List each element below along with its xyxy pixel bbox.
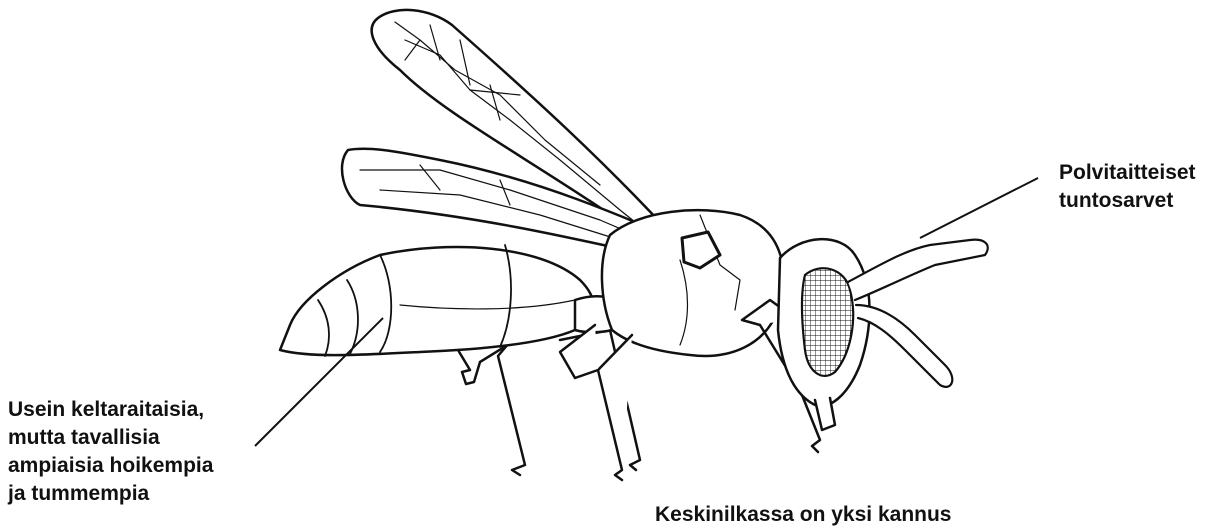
- label-abdomen: Usein keltaraitaisia, mutta tavallisia a…: [8, 396, 213, 508]
- label-antennae-line-1: Polvitaitteiset: [1059, 159, 1196, 187]
- antenna: [848, 240, 988, 300]
- label-spur: Keskinilkassa on yksi kannus: [655, 501, 951, 529]
- mandible: [815, 398, 835, 430]
- abdomen: [280, 247, 594, 355]
- antenna-2: [856, 305, 952, 387]
- label-antennae-line-2: tuntosarvet: [1059, 187, 1196, 215]
- label-antennae: Polvitaitteiset tuntosarvet: [1059, 159, 1196, 215]
- thorax: [602, 210, 784, 356]
- label-abdomen-line-3: ampiaisia hoikempia: [8, 452, 213, 480]
- leader-antennae: [920, 178, 1038, 238]
- label-abdomen-line-1: Usein keltaraitaisia,: [8, 396, 213, 424]
- label-abdomen-line-4: ja tummempia: [8, 480, 213, 508]
- label-abdomen-line-2: mutta tavallisia: [8, 424, 213, 452]
- hind-leg-2: [498, 330, 525, 475]
